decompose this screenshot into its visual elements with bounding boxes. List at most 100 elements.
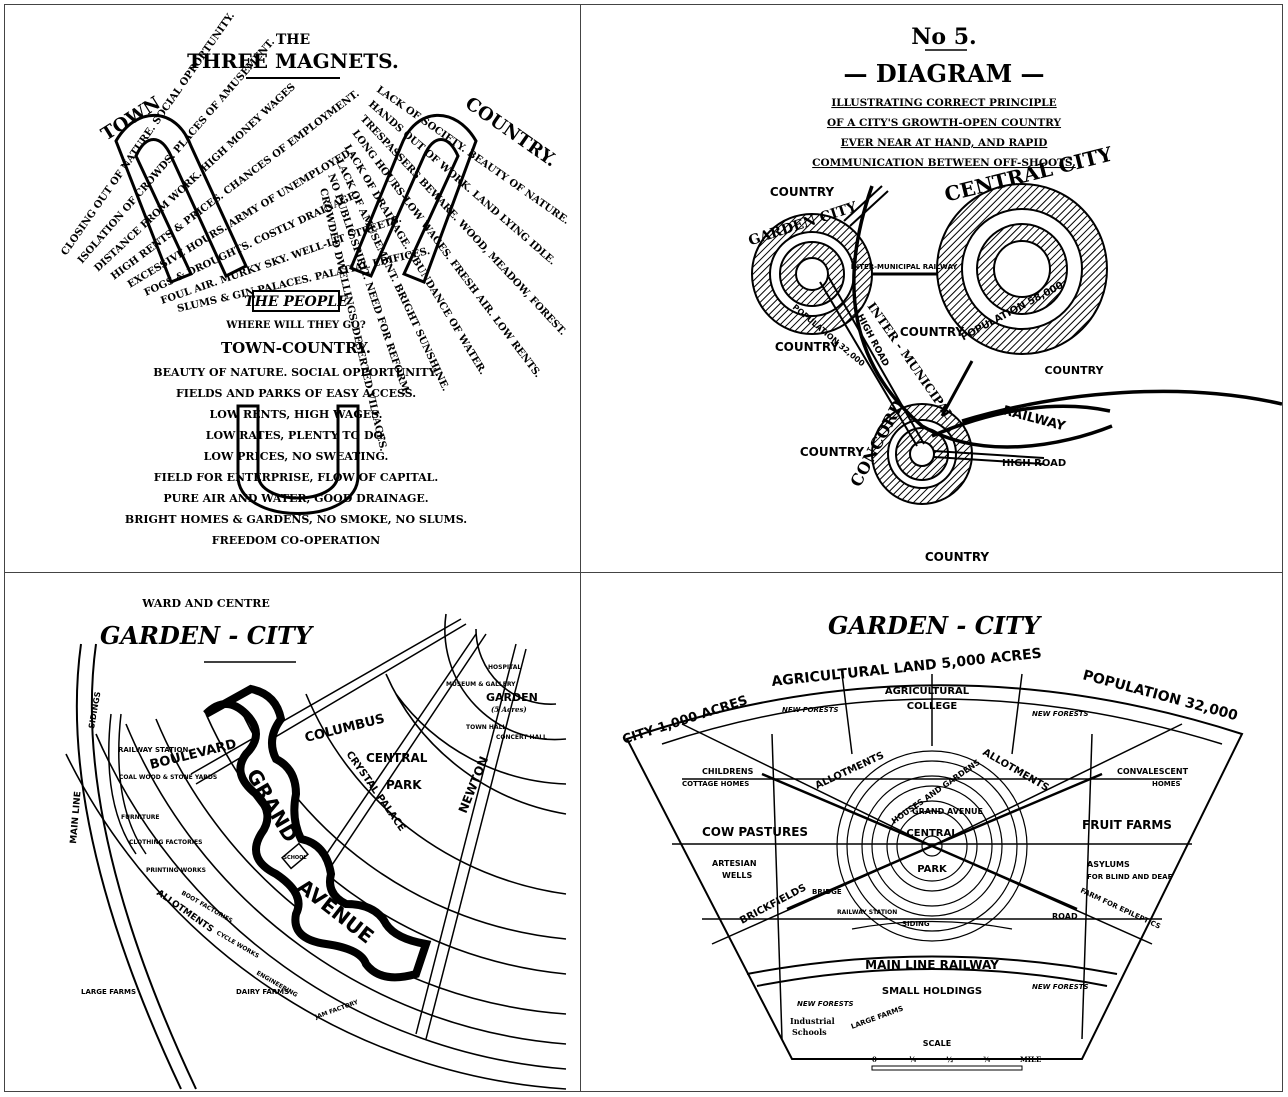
furniture-label: FURNITURE bbox=[121, 814, 160, 821]
large-farms-text: LARGE FARMS bbox=[850, 1005, 904, 1031]
agri-college-2: COLLEGE bbox=[907, 701, 958, 712]
diagram-subtitle: ILLUSTRATING CORRECT PRINCIPLE OF A CITY'… bbox=[812, 97, 1076, 169]
railway-sweep-true bbox=[932, 399, 1282, 441]
country-west: COUNTRY bbox=[775, 340, 840, 354]
scale-tick-label: ¾ bbox=[983, 1055, 991, 1064]
magnets-title-the: THE bbox=[276, 32, 310, 48]
town-country-line: BRIGHT HOMES & GARDENS, NO SMOKE, NO SLU… bbox=[125, 513, 467, 526]
town-country-line: LOW PRICES, NO SWEATING. bbox=[204, 450, 389, 463]
railway-station-text: RAILWAY STATION bbox=[837, 909, 897, 916]
convalescent-1: CONVALESCENT bbox=[1117, 767, 1189, 776]
railway-station-label: RAILWAY STATION bbox=[118, 746, 188, 754]
garden-label: GARDEN bbox=[486, 691, 538, 704]
railway-right-visible bbox=[942, 400, 1282, 436]
magnets-title: THREE MAGNETS. bbox=[187, 49, 399, 73]
new-forests-se: NEW FORESTS bbox=[1032, 983, 1089, 991]
cycle-works-label: CYCLE WORKS bbox=[215, 930, 260, 960]
ward-title: GARDEN - CITY bbox=[100, 621, 315, 650]
cow-pastures: COW PASTURES bbox=[702, 825, 808, 839]
road-text: ROAD bbox=[1052, 912, 1078, 921]
population-label: POPULATION 32,000 bbox=[1081, 667, 1240, 724]
childrens-1: CHILDRENS bbox=[702, 767, 754, 776]
horizontal-divider bbox=[4, 572, 1283, 573]
country-south: COUNTRY bbox=[925, 550, 990, 564]
diagram-subtitle-line: OF A CITY'S GROWTH-OPEN COUNTRY bbox=[827, 117, 1062, 129]
railway-arc-true bbox=[932, 399, 1282, 441]
new-forests-nw: NEW FORESTS bbox=[782, 706, 839, 714]
agri-college-1: AGRICULTURAL bbox=[885, 686, 970, 697]
bridge-text: BRIDGE bbox=[812, 888, 842, 896]
dairy-farms-label: DAIRY FARMS bbox=[236, 988, 289, 996]
ward-centre-panel: WARD AND CENTRE GARDEN - CITY bbox=[6, 574, 580, 1091]
allotments-left: ALLOTMENTS bbox=[814, 750, 886, 792]
town-country-lines: BEAUTY OF NATURE. SOCIAL OPPORTUNITY.FIE… bbox=[125, 366, 467, 547]
diagram-panel: No 5. — DIAGRAM — ILLUSTRATING CORRECT P… bbox=[582, 6, 1282, 572]
main-line-label: MAIN LINE bbox=[69, 791, 84, 844]
museum-label: MUSEUM & GALLERY bbox=[446, 681, 516, 688]
visible-sweeping-arc bbox=[932, 400, 1282, 441]
grand-avenue: GRAND AVENUE bbox=[912, 807, 983, 816]
town-country-line: PURE AIR AND WATER, GOOD DRAINAGE. bbox=[163, 492, 428, 505]
jam-factory-label: JAM FACTORY bbox=[313, 999, 359, 1022]
high-road-label-2: HIGH ROAD bbox=[1002, 458, 1066, 469]
diagram-subtitle-line: EVER NEAR AT HAND, AND RAPID bbox=[841, 137, 1048, 149]
country-sw: COUNTRY bbox=[800, 445, 865, 459]
town-country-line: LOW RATES, PLENTY TO DO. bbox=[206, 429, 387, 442]
asylums-2: FOR BLIND AND DEAF bbox=[1087, 873, 1173, 881]
main-line-railway-text: MAIN LINE RAILWAY bbox=[865, 958, 999, 972]
artesian-2: WELLS bbox=[722, 871, 752, 880]
childrens-2: COTTAGE HOMES bbox=[682, 780, 749, 788]
town-hall-label: TOWN HALL bbox=[466, 724, 506, 731]
industrial-1: Industrial bbox=[790, 1016, 835, 1026]
small-holdings-text: SMALL HOLDINGS bbox=[882, 986, 982, 997]
town-country-line: FREEDOM CO-OPERATION bbox=[212, 534, 380, 547]
sidings-label: SIDINGS bbox=[87, 691, 102, 730]
town-country-label: TOWN-COUNTRY. bbox=[221, 339, 371, 357]
vertical-divider bbox=[580, 4, 581, 1092]
three-magnets-panel: THE THREE MAGNETS. TOWN COUNTRY. CLOSING… bbox=[6, 6, 580, 572]
epileptics: FARM FOR EPILEPTICS bbox=[1079, 887, 1162, 931]
printing-label: PRINTING WORKS bbox=[146, 867, 206, 874]
diagram-number: No 5. bbox=[911, 24, 976, 50]
country-east: COUNTRY bbox=[1045, 364, 1105, 377]
country-nw: COUNTRY bbox=[770, 185, 835, 199]
garden-city-panel: GARDEN - CITY bbox=[582, 574, 1282, 1091]
new-forests-ne: NEW FORESTS bbox=[1032, 710, 1089, 718]
diagram-subtitle-line: ILLUSTRATING CORRECT PRINCIPLE bbox=[831, 97, 1056, 109]
gc-title: GARDEN - CITY bbox=[828, 611, 1043, 640]
people-label: THE PEOPLE bbox=[244, 294, 348, 310]
new-forests-sw: NEW FORESTS bbox=[797, 1000, 854, 1008]
central-text: CENTRAL bbox=[906, 828, 958, 839]
central-label: CENTRAL bbox=[366, 751, 428, 765]
inter-muni-railway-label: INTER-MUNICIPAL RAILWAY bbox=[851, 263, 958, 271]
school-label: SCHOOL bbox=[283, 855, 307, 861]
where-label: WHERE WILL THEY GO? bbox=[225, 320, 366, 331]
town-country-line: LOW RENTS, HIGH WAGES. bbox=[210, 408, 383, 421]
asylums-1: ASYLUMS bbox=[1087, 860, 1130, 869]
agricultural-land-label: AGRICULTURAL LAND 5,000 ACRES bbox=[771, 646, 1043, 690]
railway-concord-right bbox=[942, 361, 1277, 436]
town-country-line: BEAUTY OF NATURE. SOCIAL OPPORTUNITY. bbox=[153, 366, 438, 379]
park-label: PARK bbox=[386, 778, 422, 792]
scale-tick-label: ¼ bbox=[909, 1055, 917, 1064]
scale-tick-label: ½ bbox=[946, 1055, 953, 1064]
scale-tick-label: MILE bbox=[1020, 1055, 1041, 1064]
concert-hall-label: CONCERT HALL bbox=[496, 734, 547, 741]
garden-acres: (5 Acres) bbox=[491, 705, 527, 714]
coal-label: COAL WOOD & STONE YARDS bbox=[119, 774, 217, 781]
scale-bar bbox=[872, 1066, 1022, 1070]
scale-text: SCALE bbox=[923, 1039, 951, 1048]
country-center: COUNTRY bbox=[900, 325, 965, 339]
allotments-right: ALLOTMENTS bbox=[981, 747, 1051, 794]
scale-tick-label: 0 bbox=[872, 1055, 877, 1064]
siding-text: SIDING bbox=[902, 920, 930, 928]
ward-title-small: WARD AND CENTRE bbox=[141, 597, 270, 610]
hospital-label: HOSPITAL bbox=[488, 664, 521, 671]
city-acres-label: CITY 1,000 ACRES bbox=[621, 693, 750, 748]
large-farms-label: LARGE FARMS bbox=[81, 988, 136, 996]
park-text: PARK bbox=[917, 864, 948, 875]
artesian-1: ARTESIAN bbox=[712, 859, 757, 868]
clothing-label: CLOTHING FACTORIES bbox=[129, 839, 202, 846]
fruit-farms: FRUIT FARMS bbox=[1082, 818, 1172, 832]
